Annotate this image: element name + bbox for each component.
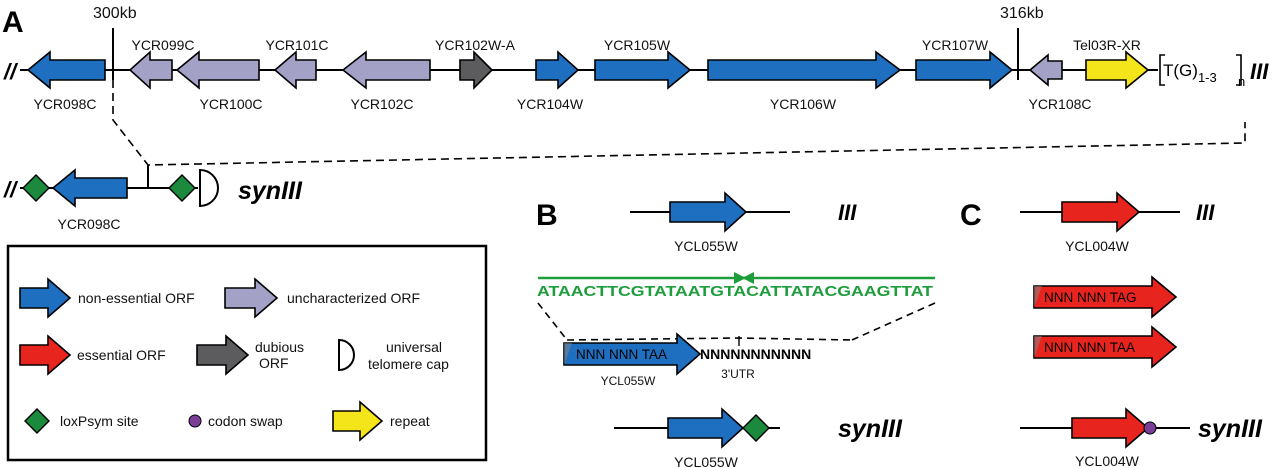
c-before-gene-arrow (1033, 275, 1178, 319)
syn-label-b: synIII (838, 415, 903, 443)
panel-c-label: C (960, 199, 982, 232)
b-zoom-gene-arrow (563, 332, 702, 376)
legend-uncharacterized-arrow (224, 277, 279, 319)
b-wt-gene-label: YCL055W (674, 238, 739, 254)
loxp-arrowhead-right (734, 272, 746, 284)
gene-arrow-ycr108c (1028, 53, 1063, 87)
b-insert-text: NNNNNNNNNNN (700, 346, 811, 362)
gene-arrow-ycr101c (273, 50, 317, 90)
gene-arrow-ycr102c (341, 50, 431, 90)
legend-codon-swap-label: codon swap (208, 413, 283, 429)
telomere-cap (199, 168, 219, 208)
c-codon-swap-dot (1143, 421, 1157, 435)
c-wt-chr-label: III (1196, 200, 1215, 225)
gene-arrow-ycr100c (175, 50, 260, 90)
gene-label-ycr106w: YCR106W (770, 96, 837, 112)
syn-gene-arrow-ycr098c (51, 168, 128, 208)
gene-label-ycr098c: YCR098C (33, 96, 96, 112)
coord-300kb: 300kb (93, 5, 137, 22)
b-wt-chr-label: III (838, 200, 857, 225)
gene-label-ycr100c: YCR100C (199, 96, 262, 112)
syn-tel-left: // (3, 177, 19, 202)
gene-label-ycr108c: YCR108C (1028, 96, 1091, 112)
syn-label-a: synIII (238, 177, 303, 205)
legend-repeat-arrow (332, 400, 384, 442)
c-after-gene-arrow (1033, 325, 1178, 369)
legend-dubious-label-1: dubious (255, 339, 304, 355)
loxpsym-diamond (168, 174, 196, 202)
coord-316kb: 316kb (1000, 5, 1044, 22)
repeat-text: T(G)1-3 (1163, 61, 1217, 85)
c-syn-gene-arrow (1071, 407, 1150, 449)
gene-label-tel03r-xr: Tel03R-XR (1073, 37, 1141, 53)
gene-label-ycr104w: YCR104W (517, 96, 584, 112)
legend-essential-label: essential ORF (77, 347, 166, 363)
chromosome-label-iii: III (1250, 59, 1269, 84)
c-wt-gene-arrow (1061, 191, 1141, 233)
syn-label-c: synIII (1198, 415, 1263, 443)
loxp-arrowhead-left (742, 272, 754, 284)
gene-arrow-ycr102w-a (459, 50, 494, 90)
b-zoom-hatch (564, 343, 572, 365)
gene-label-ycr102c: YCR102C (350, 96, 413, 112)
legend-dubious-arrow (196, 334, 250, 376)
syn-gene-label-ycr098c: YCR098C (57, 216, 120, 232)
legend-non-essential-label: non-essential ORF (78, 290, 195, 306)
gene-label-ycr107w: YCR107W (922, 37, 989, 53)
repeat-bracket-left (1159, 54, 1165, 86)
repeat-n: n (1238, 74, 1245, 89)
legend-telomere-label-1: universal (386, 339, 442, 355)
legend-loxpsym-label: loxPsym site (60, 413, 139, 429)
legend-box (6, 244, 488, 462)
b-syn-loxpsym-diamond (742, 414, 770, 442)
gene-label-ycr099c: YCR099C (131, 37, 194, 53)
legend-non-essential-arrow (19, 277, 72, 319)
c-after-text: NNN NNN TAA (1044, 340, 1135, 355)
gene-label-ycr105w: YCR105W (604, 37, 671, 53)
b-wt-gene-arrow (669, 191, 748, 233)
deletion-dashed-lines (112, 80, 1246, 166)
c-after-hatch (1034, 336, 1042, 358)
legend-telomere-label-2: telomere cap (368, 356, 449, 372)
b-syn-gene-label: YCL055W (674, 454, 739, 468)
gene-arrow-tel03r-xr (1085, 50, 1150, 90)
legend-uncharacterized-label: uncharacterized ORF (287, 290, 420, 306)
b-utr-label: 3'UTR (721, 367, 755, 381)
panel-a-label: A (2, 6, 24, 39)
b-stop-text: NNN NNN TAA (576, 347, 667, 362)
legend-dubious-label-2: ORF (259, 355, 289, 371)
c-syn-gene-label: YCL004W (1075, 453, 1140, 468)
gene-arrow-ycr098c (26, 50, 106, 90)
b-zoom-dashed-lines (537, 302, 936, 341)
b-syn-gene-arrow (667, 407, 745, 449)
gene-arrow-ycr104w (535, 50, 580, 90)
repeat-bracket-right (1236, 54, 1242, 86)
legend-telomere-cap-icon (338, 338, 355, 372)
legend-repeat-label: repeat (390, 413, 430, 429)
panel-b-label: B (536, 199, 558, 232)
legend-essential-arrow (19, 334, 72, 376)
loxpsym-diamond (22, 174, 50, 202)
gene-label-ycr102w-a: YCR102W-A (435, 37, 516, 53)
c-before-hatch (1034, 286, 1042, 308)
gene-label-ycr101c: YCR101C (265, 37, 328, 53)
gene-arrow-ycr107w (915, 50, 1014, 90)
c-wt-gene-label: YCL004W (1065, 238, 1130, 254)
legend-codon-swap-dot (188, 414, 202, 428)
legend-loxpsym-diamond (24, 408, 50, 434)
gene-arrow-ycr105w (594, 50, 692, 90)
gene-arrow-ycr106w (707, 50, 902, 90)
loxp-sequence: ATAACTTCGTATAATGTACATTATACGAAGTTAT (537, 284, 933, 300)
tel-left-marker: // (3, 59, 19, 84)
gene-arrow-ycr099c (128, 50, 173, 90)
b-zoom-gene-label: YCL055W (601, 374, 656, 388)
c-before-text: NNN NNN TAG (1044, 290, 1137, 305)
